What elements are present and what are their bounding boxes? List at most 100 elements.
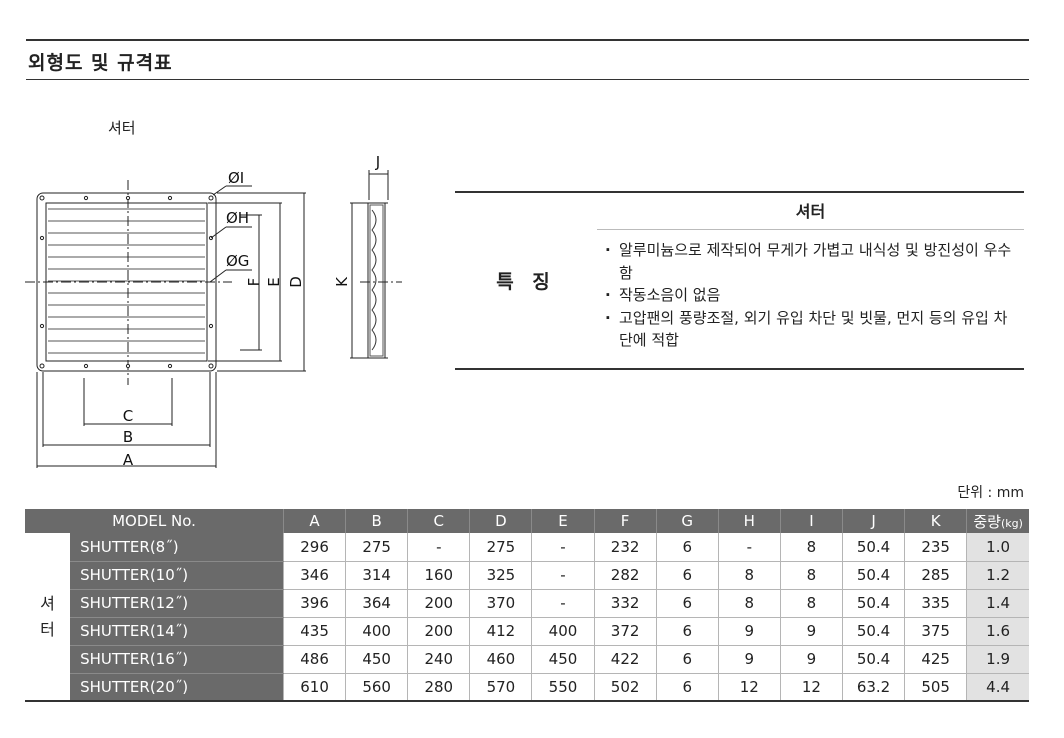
- dim-label-c: C: [123, 407, 133, 425]
- dim-label-i: ØI: [228, 169, 244, 187]
- value-cell: 570: [469, 673, 532, 702]
- feature-item: 알루미늄으로 제작되어 무게가 가볍고 내식성 및 방진성이 우수함: [601, 239, 1014, 284]
- value-cell: 282: [593, 561, 657, 590]
- feature-item: 작동소음이 없음: [601, 284, 1014, 307]
- value-cell: 370: [469, 589, 532, 618]
- value-cell: 235: [904, 533, 967, 562]
- features-label: 특 징: [496, 271, 556, 293]
- features-list: 알루미늄으로 제작되어 무게가 가볍고 내식성 및 방진성이 우수함 작동소음이…: [601, 239, 1014, 352]
- value-cell: 560: [345, 673, 408, 702]
- weight-cell: 1.4: [966, 589, 1029, 618]
- dim-label-e: E: [265, 277, 283, 286]
- section-header: 외형도 및 규격표: [26, 39, 1029, 80]
- dim-label-h: ØH: [226, 209, 249, 227]
- value-cell: 8: [717, 589, 781, 618]
- col-header: J: [841, 509, 905, 533]
- features-box: 특 징 셔터 알루미늄으로 제작되어 무게가 가볍고 내식성 및 방진성이 우수…: [455, 191, 1024, 370]
- value-cell: -: [531, 533, 595, 562]
- value-cell: 325: [469, 561, 532, 590]
- col-header: I: [779, 509, 843, 533]
- value-cell: 232: [593, 533, 657, 562]
- side-view: [350, 170, 402, 359]
- dim-label-f: F: [245, 278, 263, 287]
- value-cell: 435: [282, 617, 346, 646]
- dim-label-a: A: [123, 451, 134, 469]
- unit-label: 단위 : mm: [957, 485, 1024, 501]
- value-cell: 50.4: [841, 645, 905, 674]
- value-cell: 240: [407, 645, 470, 674]
- dim-label-j: J: [375, 153, 380, 171]
- col-header: F: [593, 509, 657, 533]
- col-header: H: [717, 509, 781, 533]
- value-cell: 9: [779, 645, 843, 674]
- weight-cell: 1.9: [966, 645, 1029, 674]
- value-cell: 275: [345, 533, 408, 562]
- weight-cell: 4.4: [966, 673, 1029, 702]
- value-cell: 450: [345, 645, 408, 674]
- value-cell: 285: [904, 561, 967, 590]
- value-cell: 50.4: [841, 589, 905, 618]
- value-cell: 422: [593, 645, 657, 674]
- value-cell: 200: [407, 589, 470, 618]
- value-cell: 375: [904, 617, 967, 646]
- front-frame-outer: [36, 192, 217, 372]
- value-cell: 50.4: [841, 617, 905, 646]
- model-cell: SHUTTER(8˝): [70, 533, 284, 562]
- value-cell: 50.4: [841, 561, 905, 590]
- value-cell: 8: [779, 561, 843, 590]
- col-header: G: [655, 509, 719, 533]
- col-header: D: [469, 509, 532, 533]
- value-cell: 6: [655, 673, 719, 702]
- value-cell: -: [531, 589, 595, 618]
- shutter-drawing: ØI ØH ØG F E D K J C B A: [25, 153, 402, 469]
- table-header-row: MODEL No. A B C D E F G H I J K 중량(kg): [25, 509, 1029, 533]
- louver-slats: [48, 208, 205, 354]
- col-header: B: [345, 509, 408, 533]
- value-cell: 486: [282, 645, 346, 674]
- value-cell: 502: [593, 673, 657, 702]
- value-cell: 6: [655, 645, 719, 674]
- value-cell: 412: [469, 617, 532, 646]
- value-cell: 610: [282, 673, 346, 702]
- value-cell: 400: [531, 617, 595, 646]
- dim-label-g: ØG: [226, 252, 249, 270]
- value-cell: 400: [345, 617, 408, 646]
- value-cell: 346: [282, 561, 346, 590]
- value-cell: 6: [655, 589, 719, 618]
- value-cell: 280: [407, 673, 470, 702]
- value-cell: 63.2: [841, 673, 905, 702]
- col-header-weight: 중량(kg): [966, 509, 1029, 533]
- value-cell: 296: [282, 533, 346, 562]
- feature-item: 고압팬의 풍량조절, 외기 유입 차단 및 빗물, 먼지 등의 유입 차단에 적…: [601, 307, 1014, 352]
- model-cell: SHUTTER(20˝): [70, 673, 284, 702]
- dim-label-d: D: [287, 276, 305, 288]
- model-cell: SHUTTER(16˝): [70, 645, 284, 674]
- value-cell: 12: [717, 673, 781, 702]
- value-cell: 364: [345, 589, 408, 618]
- col-header: E: [531, 509, 595, 533]
- value-cell: 335: [904, 589, 967, 618]
- value-cell: 550: [531, 673, 595, 702]
- value-cell: -: [717, 533, 781, 562]
- value-cell: 12: [779, 673, 843, 702]
- section-title: 외형도 및 규격표: [28, 52, 173, 74]
- dim-label-b: B: [123, 428, 133, 446]
- features-product-name: 셔터: [597, 193, 1024, 230]
- weight-cell: 1.2: [966, 561, 1029, 590]
- model-cell: SHUTTER(14˝): [70, 617, 284, 646]
- dim-label-k: K: [333, 276, 351, 287]
- value-cell: 200: [407, 617, 470, 646]
- value-cell: 9: [779, 617, 843, 646]
- spec-table: MODEL No. A B C D E F G H I J K 중량(kg) 셔…: [25, 509, 1029, 702]
- value-cell: 9: [717, 617, 781, 646]
- col-header: C: [407, 509, 470, 533]
- col-header: A: [282, 509, 346, 533]
- value-cell: 275: [469, 533, 532, 562]
- col-header-model: MODEL No.: [25, 509, 284, 533]
- value-cell: 50.4: [841, 533, 905, 562]
